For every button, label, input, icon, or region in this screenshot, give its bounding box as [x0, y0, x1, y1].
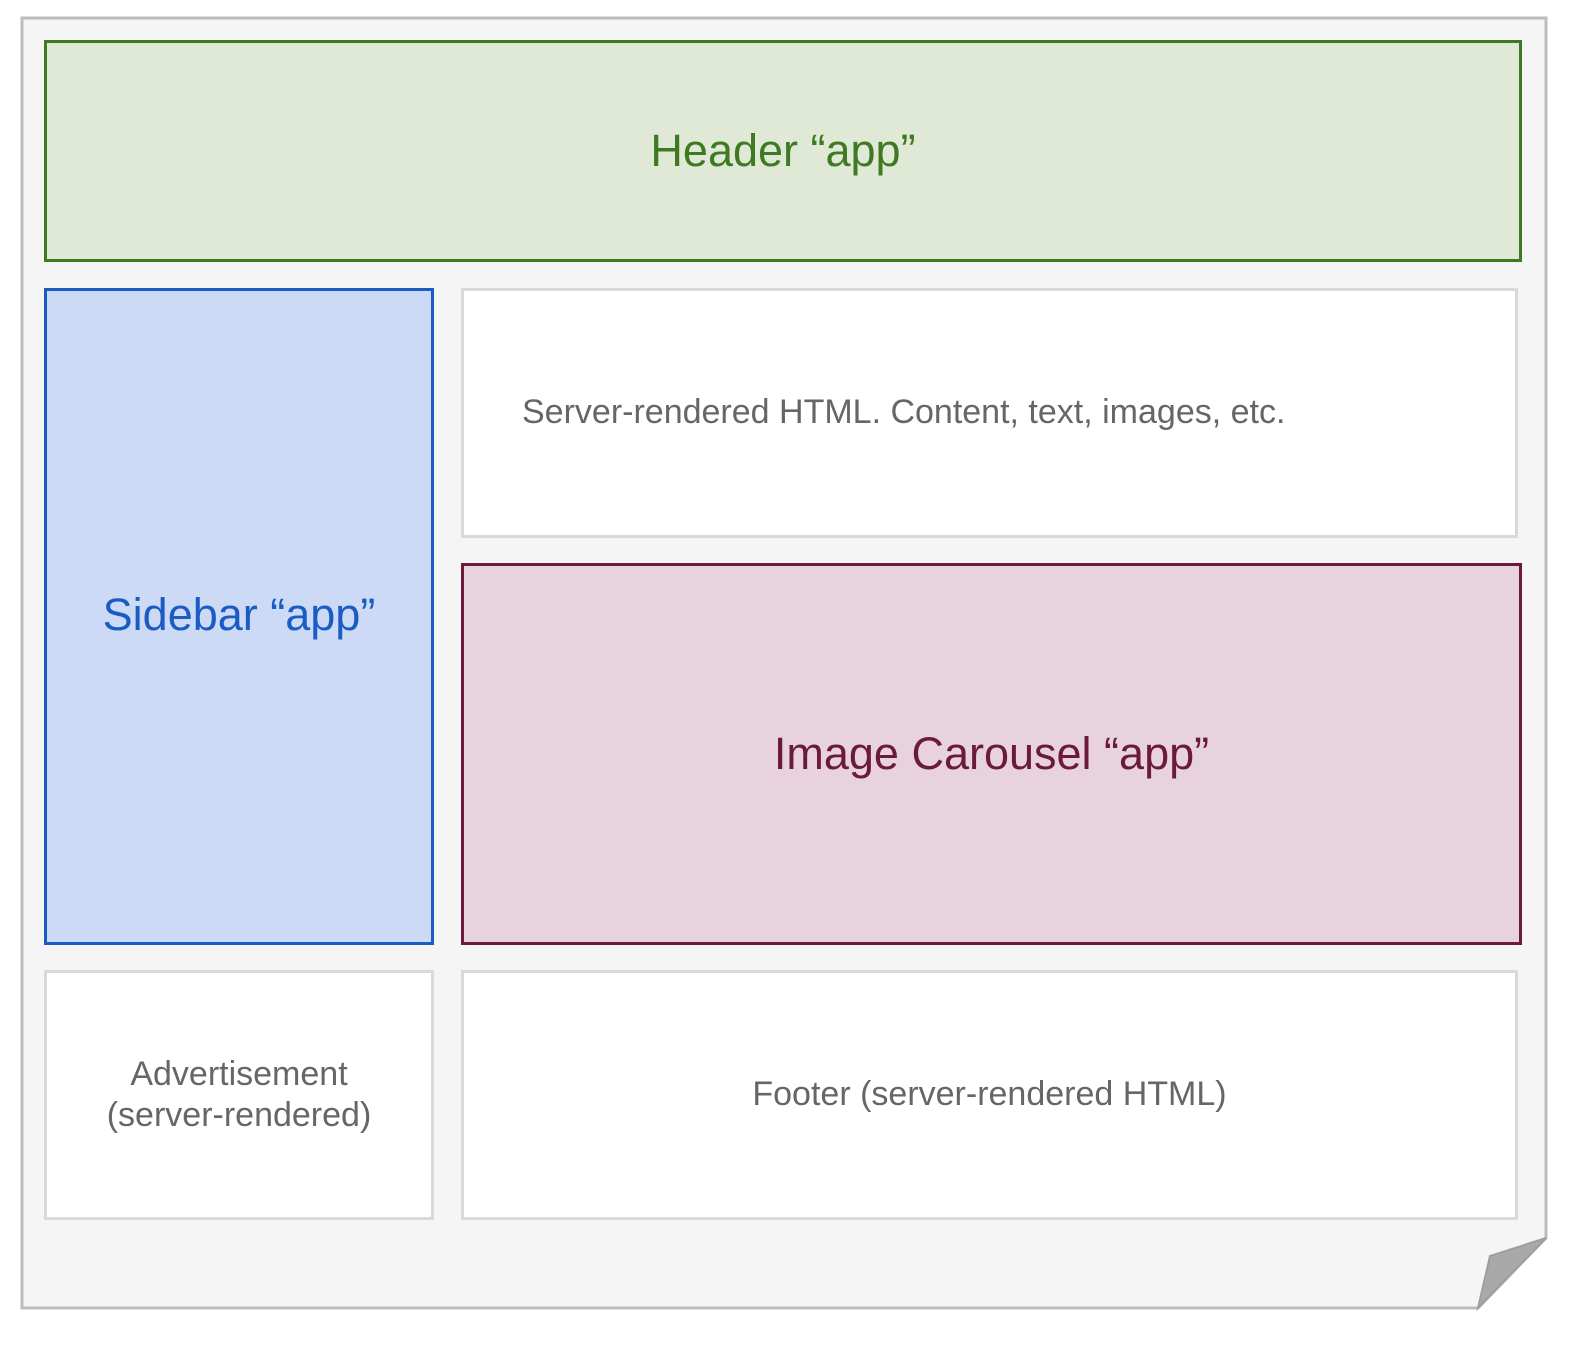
advertisement-label: Advertisement (server-rendered) [106, 1054, 372, 1134]
server-rendered-content-label: Server-rendered HTML. Content, text, ima… [522, 393, 1286, 432]
footer-box: Footer (server-rendered HTML) [461, 970, 1518, 1220]
advertisement-box: Advertisement (server-rendered) [44, 970, 434, 1220]
sidebar-app-label: Sidebar “app” [102, 589, 376, 640]
server-rendered-content-box: Server-rendered HTML. Content, text, ima… [461, 288, 1518, 538]
image-carousel-app-box: Image Carousel “app” [461, 563, 1522, 945]
image-carousel-app-label: Image Carousel “app” [773, 728, 1210, 779]
sidebar-app-box: Sidebar “app” [44, 288, 434, 945]
footer-label: Footer (server-rendered HTML) [752, 1075, 1227, 1114]
header-app-label: Header “app” [650, 125, 916, 176]
page-curl-icon [1476, 1237, 1547, 1312]
header-app-box: Header “app” [44, 40, 1522, 262]
